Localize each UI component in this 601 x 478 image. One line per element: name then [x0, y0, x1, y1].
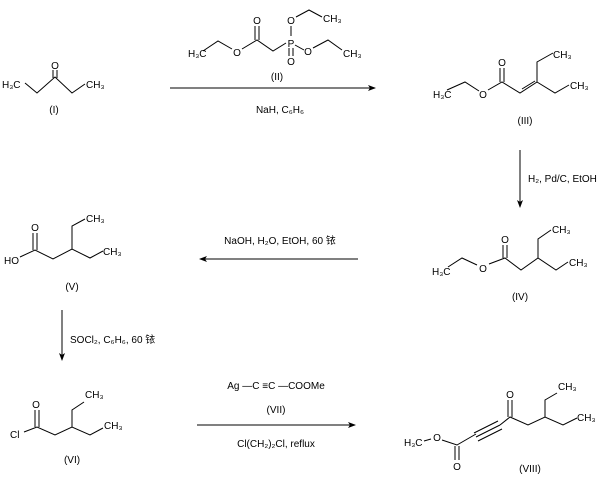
compound-v: HO O CH₃ CH₃ (V)	[4, 214, 122, 293]
reaction-conditions-2: H₂, Pd/C, EtOH	[528, 174, 597, 185]
compound-i: H₃C O CH₃ (I)	[2, 61, 105, 116]
bond	[544, 392, 558, 417]
atom-ch3: CH₃	[343, 49, 362, 60]
compound-label: (IV)	[512, 292, 528, 303]
atom-o: O	[479, 90, 487, 101]
atom-ho: HO	[4, 256, 19, 267]
atom-p: P	[288, 39, 295, 50]
compound-vi: Cl O CH₃ CH₃ (VI)	[10, 390, 123, 466]
atom-o: O	[32, 400, 40, 411]
atom-h3c: H₃C	[404, 438, 423, 449]
compound-label: (III)	[518, 116, 533, 127]
reagent-vii-formula: Ag —C ≡C —COOMe	[227, 381, 325, 392]
reaction-conditions-1: NaH, C₆H₆	[256, 105, 304, 116]
atom-ch3: CH₃	[569, 258, 588, 269]
atom-ch3: CH₃	[85, 390, 104, 401]
bond	[536, 81, 570, 94]
compound-iii: H₃C O O CH₃ CH₃ (III)	[433, 50, 589, 127]
atom-ch3: CH₃	[323, 14, 342, 25]
bond	[19, 248, 104, 260]
compound-label: (I)	[49, 105, 58, 116]
carbon-chain	[24, 76, 86, 94]
atom-o: O	[506, 390, 514, 401]
compound-ii: H₃C O O P O O O CH₃ CH₃ (II)	[188, 9, 362, 83]
bond	[312, 39, 343, 51]
bond	[71, 218, 86, 249]
reaction-conditions-4: SOCl₂, C₆H₆, 60 铱	[70, 334, 155, 346]
atom-h3c: H₃C	[188, 49, 207, 60]
atom-o: O	[304, 47, 312, 58]
atom-ch3: CH₃	[86, 214, 105, 225]
atom-o: O	[498, 58, 506, 69]
atom-ch3: CH₃	[86, 80, 105, 91]
reaction-conditions-5: Cl(CH₂)₂Cl, reflux	[237, 439, 315, 450]
bond	[487, 52, 554, 94]
atom-h3c: H₃C	[2, 80, 21, 91]
bond	[295, 9, 323, 18]
bond	[488, 257, 569, 271]
atom-ch3: CH₃	[558, 382, 577, 393]
atom-o: O	[453, 462, 461, 473]
atom-o: O	[253, 16, 261, 27]
compound-label: (VII)	[267, 405, 286, 416]
atom-o: O	[433, 433, 441, 444]
atom-ch3: CH₃	[552, 225, 571, 236]
atom-h3c: H₃C	[433, 90, 452, 101]
double-bond	[521, 80, 536, 90]
atom-o: O	[501, 235, 509, 246]
atom-o: O	[31, 223, 39, 234]
reaction-conditions-3: NaOH, H₂O, EtOH, 60 铱	[224, 235, 336, 247]
atom-o: O	[287, 16, 295, 27]
atom-o: O	[233, 48, 241, 59]
atom-ch3: CH₃	[104, 421, 123, 432]
atom-o: O	[51, 61, 59, 72]
atom-o: O	[287, 57, 295, 68]
compound-label: (II)	[271, 72, 283, 83]
bond	[446, 81, 480, 92]
bond	[23, 426, 104, 436]
triple-bond	[473, 420, 499, 434]
bond	[447, 257, 478, 268]
atom-h3c: H₃C	[432, 267, 451, 278]
compound-iv: H₃C O O CH₃ CH₃ (IV)	[432, 225, 588, 303]
atom-ch3: CH₃	[570, 81, 589, 92]
bond	[202, 40, 233, 52]
bond	[294, 44, 305, 51]
bond	[537, 229, 552, 258]
compound-viii: H₃C O O O CH₃ CH₃ (VIII)	[404, 382, 596, 475]
atom-ch3: CH₃	[577, 413, 596, 424]
compound-label: (VIII)	[519, 464, 541, 475]
bond	[441, 433, 477, 446]
bond	[241, 39, 287, 52]
atom-ch3: CH₃	[553, 50, 572, 61]
triple-bond	[477, 428, 503, 442]
atom-o: O	[479, 264, 487, 275]
bond	[423, 438, 432, 442]
bond	[71, 401, 85, 427]
triple-bond	[475, 424, 501, 438]
compound-label: (V)	[65, 282, 78, 293]
atom-cl: Cl	[10, 430, 19, 441]
compound-label: (VI)	[64, 455, 80, 466]
bond	[499, 416, 578, 426]
atom-ch3: CH₃	[103, 247, 122, 258]
